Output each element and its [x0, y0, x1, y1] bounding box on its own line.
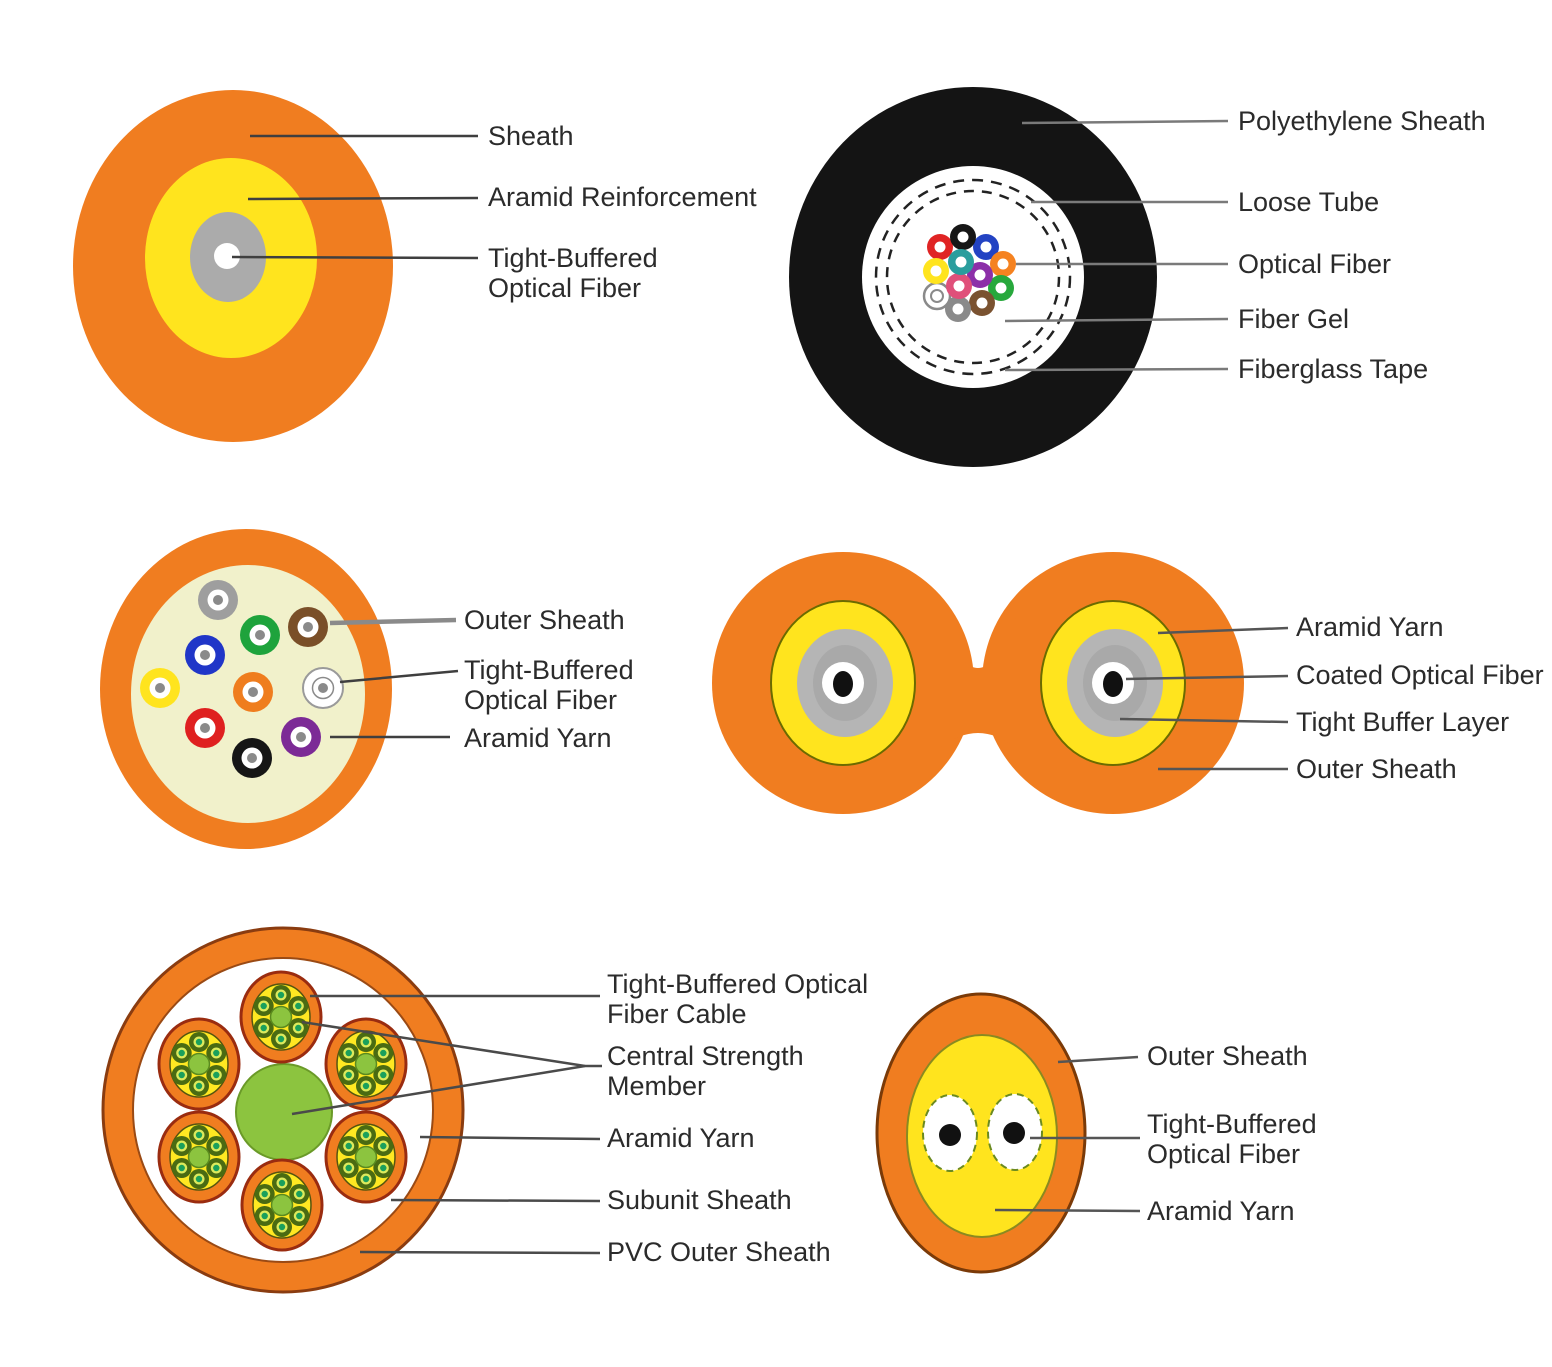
loose-tube-cable-diagram	[789, 87, 1229, 467]
label-aramid-yarn: Aramid Yarn	[464, 723, 612, 753]
subunit-bottom-right	[324, 1110, 408, 1204]
leader-line-polyethylene-sheath	[1021, 119, 1229, 125]
fiberglass-tape-ring	[885, 189, 1061, 365]
label-fiber-cable-line1: Tight-Buffered Optical	[607, 969, 869, 999]
leader-line-outer-sheath	[1057, 1055, 1139, 1064]
label-tight-buffered-line2: Optical Fiber	[1147, 1139, 1301, 1169]
leader-line-coated-fiber	[1125, 674, 1289, 681]
optical-fiber-bundle	[922, 224, 1016, 322]
leader-line-fiber-gel	[1004, 317, 1229, 323]
fiber-hole	[930, 289, 944, 303]
leader-line-csm-upper	[301, 1020, 586, 1068]
aramid-yarn-interior	[906, 1034, 1058, 1238]
simplex-cable-diagram	[73, 90, 479, 442]
subunit-top	[239, 970, 323, 1064]
breakout-cable-diagram	[101, 926, 602, 1294]
fiber-hole	[974, 269, 986, 281]
leader-line-outer-sheath	[329, 617, 457, 626]
fiber-hole	[952, 303, 964, 315]
fiber-hole	[957, 231, 969, 243]
leader-line-subunit-sheath	[390, 1198, 601, 1203]
fiber-hole	[955, 256, 967, 268]
fiber-center	[200, 650, 210, 660]
label-central-strength-line1: Central Strength	[607, 1041, 804, 1071]
label-coated-optical-fiber: Coated Optical Fiber	[1296, 660, 1544, 690]
subunit-top-left	[157, 1017, 241, 1111]
fiber-core	[214, 243, 240, 269]
subunit-bottom	[240, 1158, 324, 1252]
fiber-hole	[980, 241, 992, 253]
sheath-webbing	[940, 618, 1016, 748]
leader-line-aramid-yarn	[419, 1135, 601, 1141]
fiber-center	[248, 687, 258, 697]
fiber-hole	[995, 282, 1007, 294]
label-aramid-reinforcement: Aramid Reinforcement	[488, 182, 757, 212]
label-central-strength-line2: Member	[607, 1071, 707, 1101]
leader-line-tight-buffered	[231, 255, 479, 260]
label-pvc-outer-sheath: PVC Outer Sheath	[607, 1237, 831, 1267]
label-outer-sheath: Outer Sheath	[1296, 754, 1457, 784]
leader-line-csm-lower	[291, 1064, 586, 1116]
fiber-hole	[934, 241, 946, 253]
leader-line-fiberglass-tape	[1004, 367, 1229, 372]
label-polyethylene-sheath: Polyethylene Sheath	[1238, 106, 1486, 136]
distribution-cable-diagram	[100, 529, 459, 849]
fiber-center	[296, 732, 306, 742]
fiber-hole	[976, 297, 988, 309]
label-fiber-cable-line2: Fiber Cable	[607, 999, 747, 1029]
loose-tube-ring	[874, 178, 1072, 376]
label-sheath: Sheath	[488, 121, 574, 151]
label-outer-sheath: Outer Sheath	[1147, 1041, 1308, 1071]
fiber-center	[318, 683, 328, 693]
label-fiber-gel: Fiber Gel	[1238, 304, 1350, 334]
label-tight-buffered-line1: Tight-Buffered	[1147, 1109, 1317, 1139]
leader-line-tight-buffered	[339, 669, 459, 684]
leader-line-aramid-yarn	[994, 1208, 1141, 1213]
label-tight-buffered-line2: Optical Fiber	[464, 685, 618, 715]
fiber-core-left	[939, 1124, 961, 1146]
fiber-center	[303, 622, 313, 632]
fiber-core-right	[1103, 671, 1123, 697]
subunit-bottom-left	[157, 1110, 241, 1204]
fiber-center	[213, 595, 223, 605]
label-aramid-yarn: Aramid Yarn	[1147, 1196, 1295, 1226]
zipcord-cable-diagram	[712, 552, 1289, 814]
fiber-hole	[930, 265, 942, 277]
leader-line-tight-buffer	[1119, 717, 1289, 724]
leader-line-pvc-sheath	[359, 1250, 601, 1255]
duplex-round-cable-diagram	[875, 992, 1141, 1274]
fiber-center	[255, 630, 265, 640]
fiber-center	[200, 723, 210, 733]
label-tight-buffered-line2: Optical Fiber	[488, 273, 642, 303]
label-aramid-yarn: Aramid Yarn	[1296, 612, 1444, 642]
fiber-hole	[997, 258, 1009, 270]
label-tight-buffered-line1: Tight-Buffered	[464, 655, 634, 685]
label-loose-tube: Loose Tube	[1238, 187, 1380, 217]
label-optical-fiber: Optical Fiber	[1238, 249, 1392, 279]
leader-line-aramid-yarn	[1157, 626, 1289, 635]
label-outer-sheath: Outer Sheath	[464, 605, 625, 635]
label-subunit-sheath: Subunit Sheath	[607, 1185, 792, 1215]
fiber-center	[155, 683, 165, 693]
label-fiberglass-tape: Fiberglass Tape	[1238, 354, 1429, 384]
fiber-core-left	[833, 671, 853, 697]
fiber-core-right	[1003, 1122, 1025, 1144]
label-aramid-yarn: Aramid Yarn	[607, 1123, 755, 1153]
fiber-hole	[953, 280, 965, 292]
label-tight-buffer-layer: Tight Buffer Layer	[1296, 707, 1510, 737]
fiber-center	[247, 753, 257, 763]
label-tight-buffered-line1: Tight-Buffered	[488, 243, 658, 273]
tight-buffered-fibers	[140, 580, 344, 778]
leader-line-aramid	[247, 196, 479, 201]
central-strength-member	[235, 1063, 333, 1161]
